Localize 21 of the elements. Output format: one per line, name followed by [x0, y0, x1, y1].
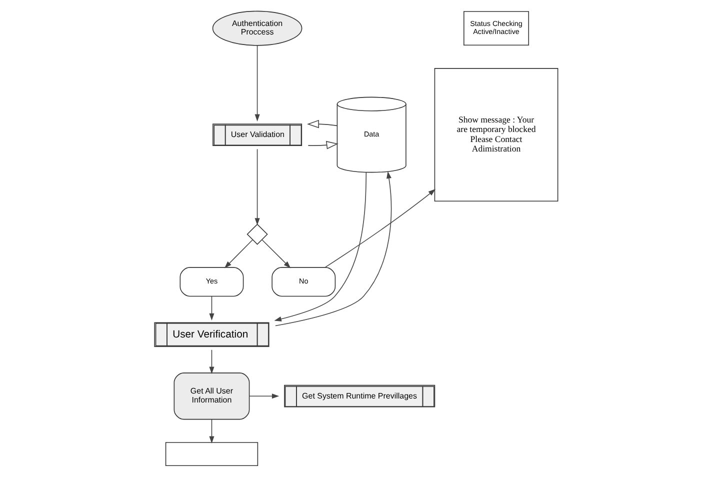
arrow	[208, 296, 214, 321]
arrow	[261, 240, 290, 268]
arrow	[248, 394, 279, 399]
node-diamond	[246, 224, 268, 245]
node-box: Get All User Information	[173, 372, 250, 420]
node-ellipse: Authentication Proccess	[212, 10, 302, 46]
node-box: No	[271, 267, 336, 297]
node-box: Status Checking Active/Inactive	[463, 11, 529, 46]
arrow	[254, 148, 260, 226]
arrow	[208, 419, 214, 444]
arrow	[306, 120, 338, 128]
arrow	[254, 44, 260, 122]
node-box: Yes	[179, 267, 244, 297]
node-box: Show message : Your are temporary blocked Please Contact Adimistration	[434, 68, 558, 202]
arrow	[324, 189, 436, 268]
arrow	[274, 171, 392, 326]
arrow	[274, 172, 366, 322]
node-box	[164, 442, 258, 466]
arrow	[307, 140, 338, 150]
arrow	[224, 240, 252, 268]
arrow	[208, 350, 214, 374]
